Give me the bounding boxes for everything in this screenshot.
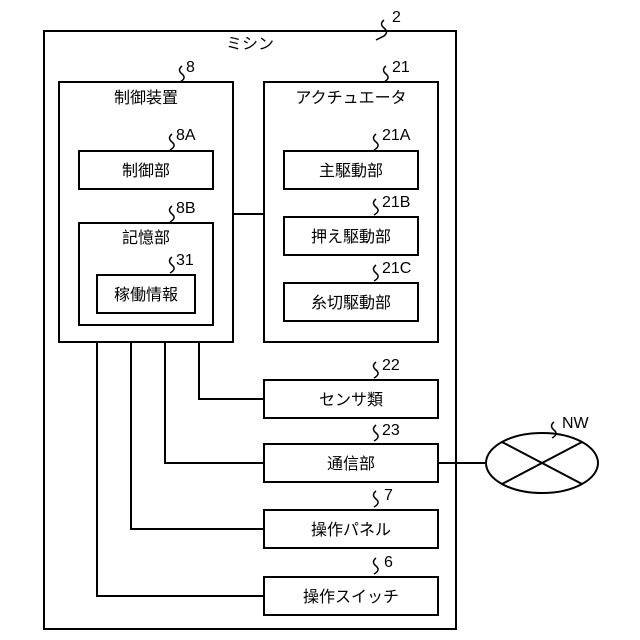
main-drive-ref: 21A <box>382 127 411 144</box>
operation-switch-ref: 6 <box>384 554 393 571</box>
controller-label: 制御装置 <box>114 88 178 107</box>
sensors-ref: 22 <box>382 357 400 374</box>
operation-panel-label: 操作パネル <box>311 520 391 539</box>
control-unit-label: 制御部 <box>122 161 170 180</box>
thread-cut-drive-ref: 21C <box>382 260 411 277</box>
storage-unit-label: 記憶部 <box>122 228 170 247</box>
controller-ref: 8 <box>186 59 195 76</box>
storage-unit-ref: 8B <box>176 200 196 217</box>
machine-label: ミシン <box>226 34 274 53</box>
sensors-label: センサ類 <box>319 390 383 409</box>
communication-ref: 23 <box>382 422 400 439</box>
presser-drive-label: 押え駆動部 <box>311 227 391 246</box>
presser-drive-ref: 21B <box>382 194 410 211</box>
thread-cut-drive-label: 糸切駆動部 <box>311 293 391 312</box>
operation-switch-label: 操作スイッチ <box>303 587 399 606</box>
machine-ref: 2 <box>392 9 401 26</box>
operation-info-label: 稼働情報 <box>114 285 178 304</box>
network-icon <box>486 433 598 493</box>
actuator-ref: 21 <box>392 59 410 76</box>
network-label: NW <box>562 415 590 432</box>
main-drive-label: 主駆動部 <box>319 161 383 180</box>
communication-label: 通信部 <box>327 454 375 473</box>
actuator-label: アクチュエータ <box>295 88 406 107</box>
operation-info-ref: 31 <box>176 252 194 269</box>
control-unit-ref: 8A <box>176 127 196 144</box>
operation-panel-ref: 7 <box>384 487 393 504</box>
